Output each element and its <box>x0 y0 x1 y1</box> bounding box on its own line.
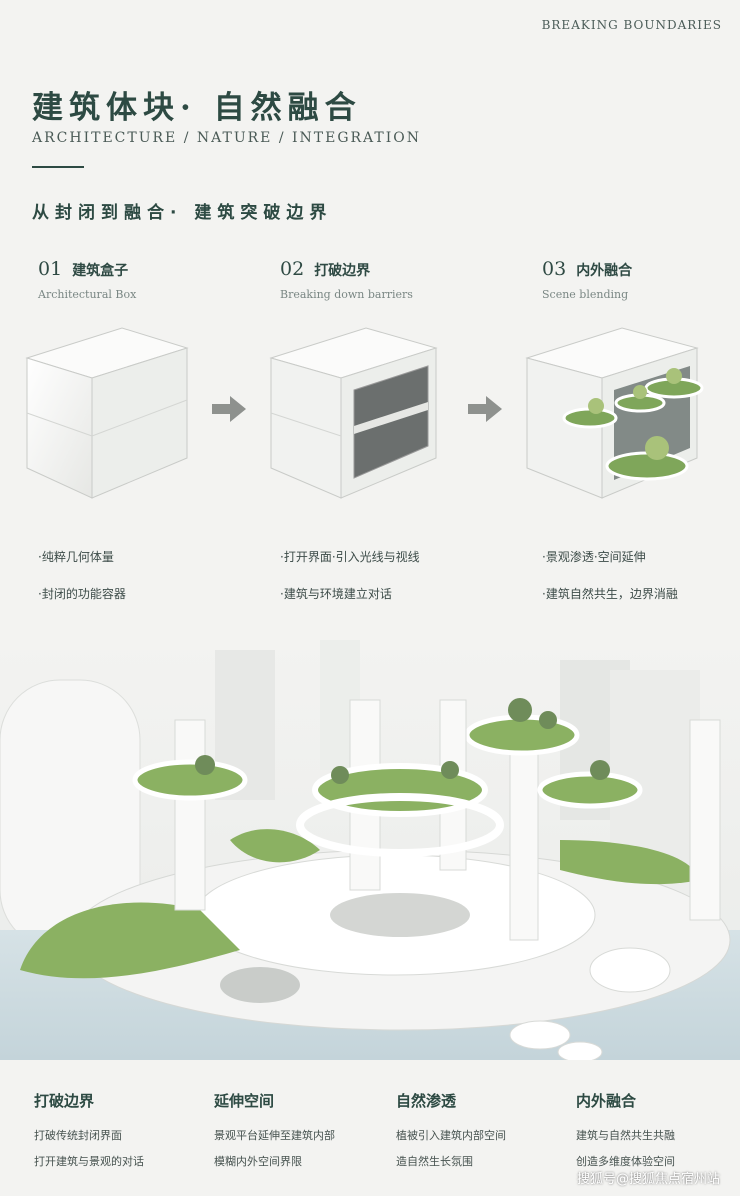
feature-breaking-boundaries: 打破边界 打破传统封闭界面 打开建筑与景观的对话 <box>34 1090 204 1179</box>
architecture-rendering <box>0 640 740 1060</box>
feature-line: 模糊内外空间界限 <box>214 1155 302 1168</box>
bullet-item: ·纯粹几何体量 <box>38 550 114 564</box>
feature-title: 打破边界 <box>34 1092 95 1110</box>
feature-line: 打破传统封闭界面 <box>34 1129 122 1142</box>
feature-line: 造自然生长氛围 <box>396 1155 473 1168</box>
step-2: 02 打破边界 Breaking down barriers <box>280 258 490 301</box>
open-box-illustration <box>269 327 438 499</box>
step-number: 01 <box>38 258 63 280</box>
feature-line: 景观平台延伸至建筑内部 <box>214 1129 335 1142</box>
step-name-en: Architectural Box <box>38 288 137 301</box>
step-name: 建筑盒子 <box>72 263 129 279</box>
feature-title: 内外融合 <box>576 1092 637 1110</box>
feature-title: 延伸空间 <box>214 1092 275 1110</box>
feature-line: 植被引入建筑内部空间 <box>396 1129 506 1142</box>
step-name: 打破边界 <box>314 263 371 279</box>
step-1: 01 建筑盒子 Architectural Box <box>38 258 248 301</box>
feature-inside-outside-blend: 内外融合 建筑与自然共生共融 创造多维度体验空间 <box>576 1090 740 1179</box>
feature-nature-infiltration: 自然渗透 植被引入建筑内部空间 造自然生长氛围 <box>396 1090 566 1179</box>
title-divider <box>32 166 84 168</box>
step-number: 03 <box>542 258 567 280</box>
feature-line: 打开建筑与景观的对话 <box>34 1155 144 1168</box>
page-title: 建筑体块· 自然融合 <box>32 90 362 126</box>
bullet-item: ·打开界面·引入光线与视线 <box>280 550 420 564</box>
step-name-en: Breaking down barriers <box>280 288 413 301</box>
watermark: 搜狐号@搜狐焦点宿州站 <box>576 1172 720 1187</box>
step-3: 03 内外融合 Scene blending <box>542 258 740 301</box>
feature-extend-space: 延伸空间 景观平台延伸至建筑内部 模糊内外空间界限 <box>214 1090 384 1179</box>
step-1-bullets: ·纯粹几何体量 ·封闭的功能容器 <box>38 548 258 622</box>
step-2-bullets: ·打开界面·引入光线与视线 ·建筑与环境建立对话 <box>280 548 500 622</box>
top-tag: BREAKING BOUNDARIES <box>541 18 722 32</box>
bullet-item: ·景观渗透·空间延伸 <box>542 550 646 564</box>
blended-box-illustration <box>525 327 704 499</box>
step-name: 内外融合 <box>576 263 633 279</box>
architectural-box-illustration <box>25 327 189 499</box>
step-name-en: Scene blending <box>542 288 629 301</box>
feature-title: 自然渗透 <box>396 1092 457 1110</box>
bullet-item: ·建筑自然共生，边界消融 <box>542 587 678 601</box>
arrow-right-icon <box>468 396 502 422</box>
step-3-bullets: ·景观渗透·空间延伸 ·建筑自然共生，边界消融 <box>542 548 740 622</box>
page-subtitle: 从封闭到融合· 建筑突破边界 <box>32 203 333 223</box>
step-number: 02 <box>280 258 305 280</box>
arrow-right-icon <box>212 396 246 422</box>
feature-line: 创造多维度体验空间 <box>576 1155 675 1168</box>
feature-line: 建筑与自然共生共融 <box>576 1129 675 1142</box>
bullet-item: ·封闭的功能容器 <box>38 587 126 601</box>
bullet-item: ·建筑与环境建立对话 <box>280 587 392 601</box>
page-title-en: ARCHITECTURE / NATURE / INTEGRATION <box>32 130 421 146</box>
